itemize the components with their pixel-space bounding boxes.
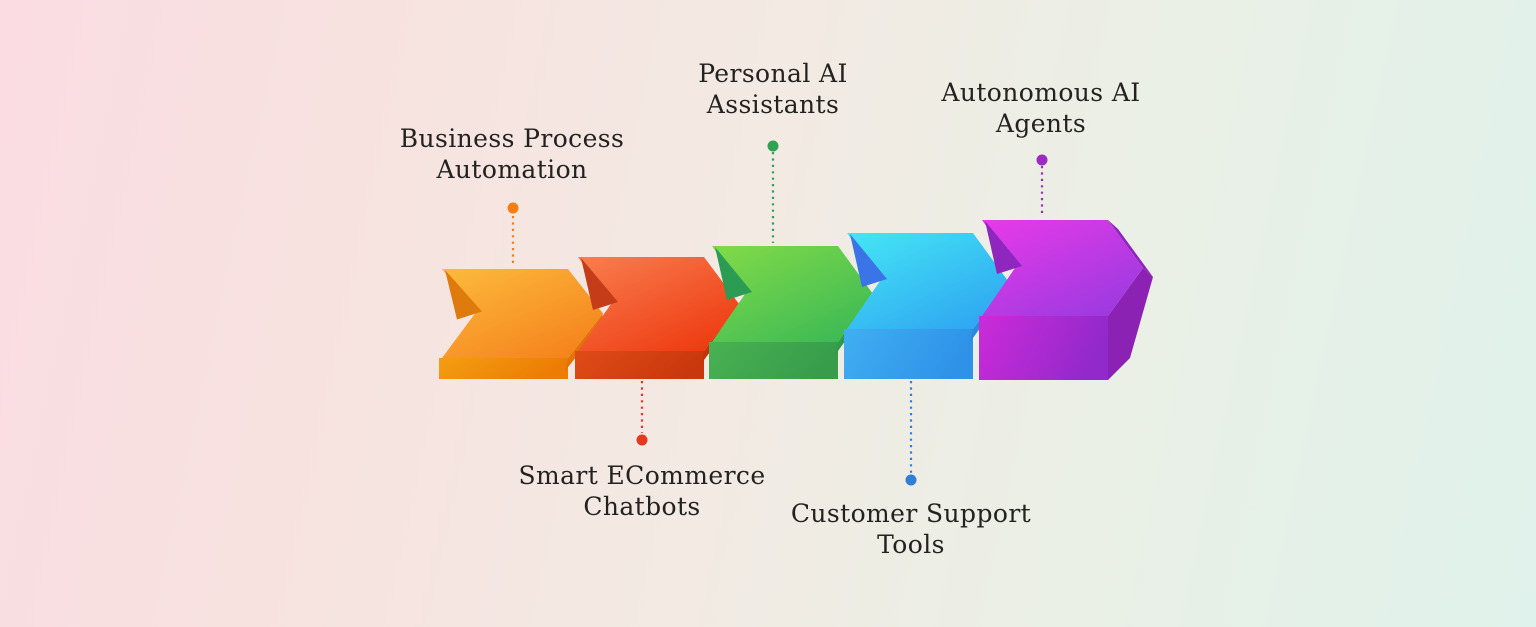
arrow-face	[712, 246, 873, 342]
arrow-face	[578, 257, 739, 351]
step-label-line: Business Process	[399, 124, 625, 153]
leader-step-4	[905, 381, 917, 486]
arrow-step-5	[979, 220, 1153, 380]
arrow-notch-wedge	[850, 234, 887, 287]
arrow-cap-right-face	[1108, 268, 1153, 380]
step-label-line: Chatbots	[583, 492, 701, 521]
leader-step-2	[636, 381, 648, 446]
arrow-face	[982, 220, 1143, 316]
arrow-face	[847, 233, 1008, 329]
arrow-band	[439, 358, 568, 379]
leader-dot	[636, 434, 648, 446]
arrow-notch-wedge	[445, 270, 482, 320]
arrow-face	[442, 269, 603, 358]
arrow-notch-wedge	[581, 258, 618, 310]
leader-dot	[767, 140, 779, 152]
arrow-band	[979, 316, 1108, 380]
arrow-step-4	[844, 233, 1008, 379]
arrow-band	[575, 351, 704, 379]
arrow-step-2	[575, 257, 739, 379]
arrow-notch-wedge	[985, 221, 1022, 274]
arrow-step-1	[439, 269, 603, 379]
arrow-notch-wedge	[715, 247, 752, 300]
leader-dot	[905, 474, 917, 486]
step-label-line: Tools	[877, 530, 945, 559]
step-label-line: Personal AI	[698, 59, 848, 88]
step-label-line: Assistants	[706, 90, 840, 119]
arrow-band	[709, 342, 838, 379]
arrow-cap-top-face	[1108, 220, 1153, 277]
leader-step-5	[1036, 154, 1048, 217]
leader-step-1	[507, 202, 519, 266]
step-label-line: Customer Support	[790, 499, 1032, 528]
leader-dot	[507, 202, 519, 214]
step-label-line: Agents	[995, 109, 1087, 138]
leader-dot	[1036, 154, 1048, 166]
step-label-line: Smart ECommerce	[518, 461, 766, 490]
step-label-line: Autonomous AI	[941, 78, 1141, 107]
leader-step-3	[767, 140, 779, 243]
arrow-band	[844, 329, 973, 379]
arrow-tip-underside	[565, 313, 603, 371]
step-label-line: Automation	[436, 155, 588, 184]
